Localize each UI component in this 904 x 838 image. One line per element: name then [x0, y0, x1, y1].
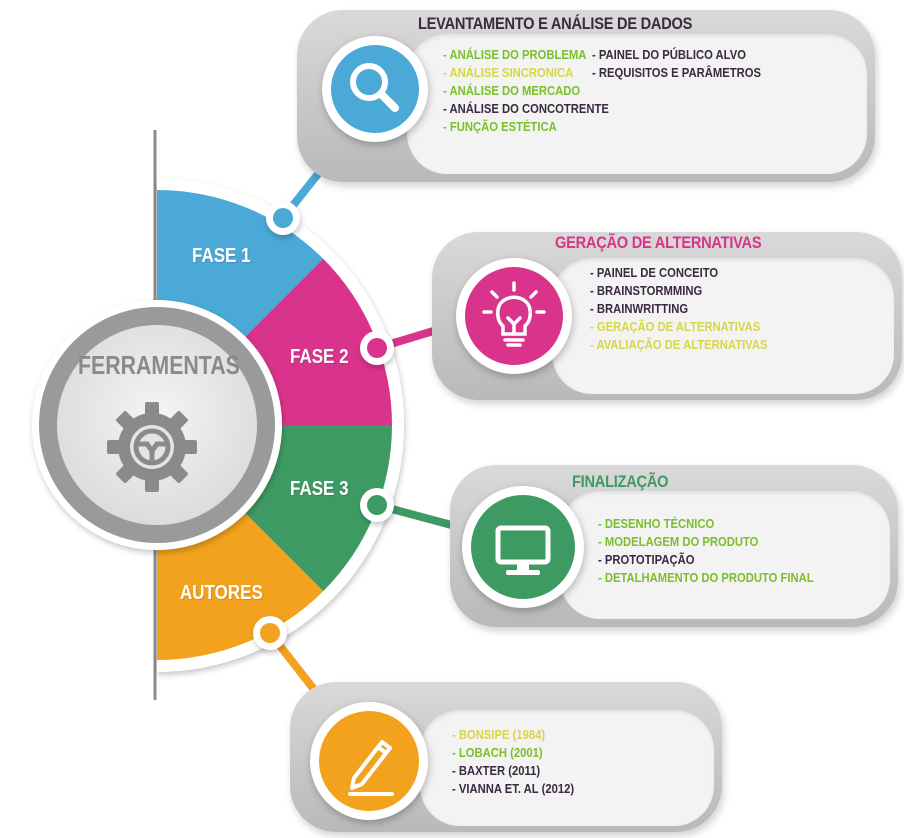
list-item: - ANÁLISE SINCRONICA	[443, 66, 574, 80]
fase1-list-col2: - PAINEL DO PÚBLICO ALVO - REQUISITOS E …	[592, 46, 780, 82]
fase3-title: FINALIZAÇÃO	[572, 472, 669, 491]
list-item: - BRAINWRITTING	[590, 302, 689, 316]
fase1-title: LEVANTAMENTO E ANÁLISE DE DADOS	[418, 14, 693, 33]
center-title: FERRAMENTAS	[78, 350, 240, 380]
autores-label: AUTORES	[180, 582, 263, 604]
list-item: - PAINEL DO PÚBLICO ALVO	[592, 48, 746, 62]
list-item: - AVALIAÇÃO DE ALTERNATIVAS	[590, 338, 768, 352]
fase1-list-col1: - ANÁLISE DO PROBLEMA - ANÁLISE SINCRONI…	[443, 46, 627, 136]
list-item: - BONSIPE (1984)	[452, 728, 546, 742]
fase2-list: - PAINEL DE CONCEITO - BRAINSTORMMING - …	[590, 264, 787, 354]
list-item: - GERAÇÃO DE ALTERNATIVAS	[590, 320, 761, 334]
fase2-label: FASE 2	[290, 346, 349, 368]
fase1-icon-bubble	[322, 36, 428, 142]
lightbulb-icon	[482, 281, 546, 347]
list-item: - ANÁLISE DO CONCOTRENTE	[443, 102, 609, 116]
fase3-list: - DESENHO TÉCNICO - MODELAGEM DO PRODUTO…	[598, 515, 838, 587]
fase2-icon-bubble	[456, 258, 572, 374]
list-item: - PROTOTIPAÇÃO	[598, 553, 695, 567]
fase2-title: GERAÇÃO DE ALTERNATIVAS	[555, 233, 762, 252]
fase1-label: FASE 1	[192, 245, 251, 267]
list-item: - PAINEL DE CONCEITO	[590, 266, 719, 280]
list-item: - ANÁLISE DO PROBLEMA	[443, 48, 587, 62]
monitor-icon	[495, 525, 551, 575]
list-item: - LOBACH (2001)	[452, 746, 543, 760]
list-item: - DETALHAMENTO DO PRODUTO FINAL	[598, 571, 814, 585]
autores-icon-bubble	[310, 702, 428, 820]
list-item: - DESENHO TÉCNICO	[598, 517, 715, 531]
autores-list: - BONSIPE (1984) - LOBACH (2001) - BAXTE…	[452, 726, 588, 798]
magnifier-icon	[350, 63, 399, 112]
list-item: - BAXTER (2011)	[452, 764, 541, 778]
list-item: - BRAINSTORMMING	[590, 284, 703, 298]
pencil-icon	[348, 740, 394, 796]
list-item: - VIANNA ET. AL (2012)	[452, 782, 575, 796]
list-item: - REQUISITOS E PARÂMETROS	[592, 66, 761, 80]
list-item: - ANÁLISE DO MERCADO	[443, 84, 581, 98]
list-item: - MODELAGEM DO PRODUTO	[598, 535, 759, 549]
fase3-icon-bubble	[462, 486, 584, 608]
gear-icon	[107, 402, 197, 492]
fase3-label: FASE 3	[290, 478, 349, 500]
list-item: - FUNÇÃO ESTÉTICA	[443, 120, 557, 134]
